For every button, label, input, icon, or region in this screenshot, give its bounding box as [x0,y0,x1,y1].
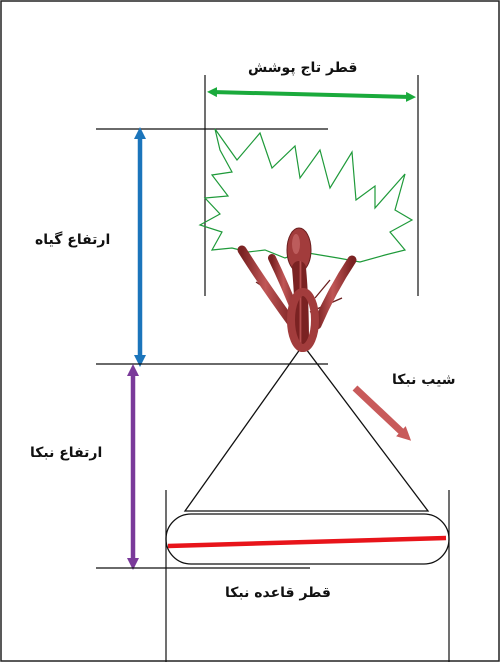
crown-diameter-label: قطر تاج پوشش [248,60,358,76]
nebka-slope-label: شیب نبکا [392,372,456,388]
slope-arrow [352,385,412,441]
nebka-height-label: ارتفاع نبکا [30,445,103,461]
crown-diameter-arrow [207,87,416,102]
plant-height-label: ارتفاع گیاه [35,232,111,248]
nebka-cone [183,343,430,512]
base-diameter-line [167,535,447,549]
plant-icon [237,227,357,352]
nebka-base-diameter-label: قطر قاعده نبکا [225,585,331,601]
crown-outline [198,128,414,263]
